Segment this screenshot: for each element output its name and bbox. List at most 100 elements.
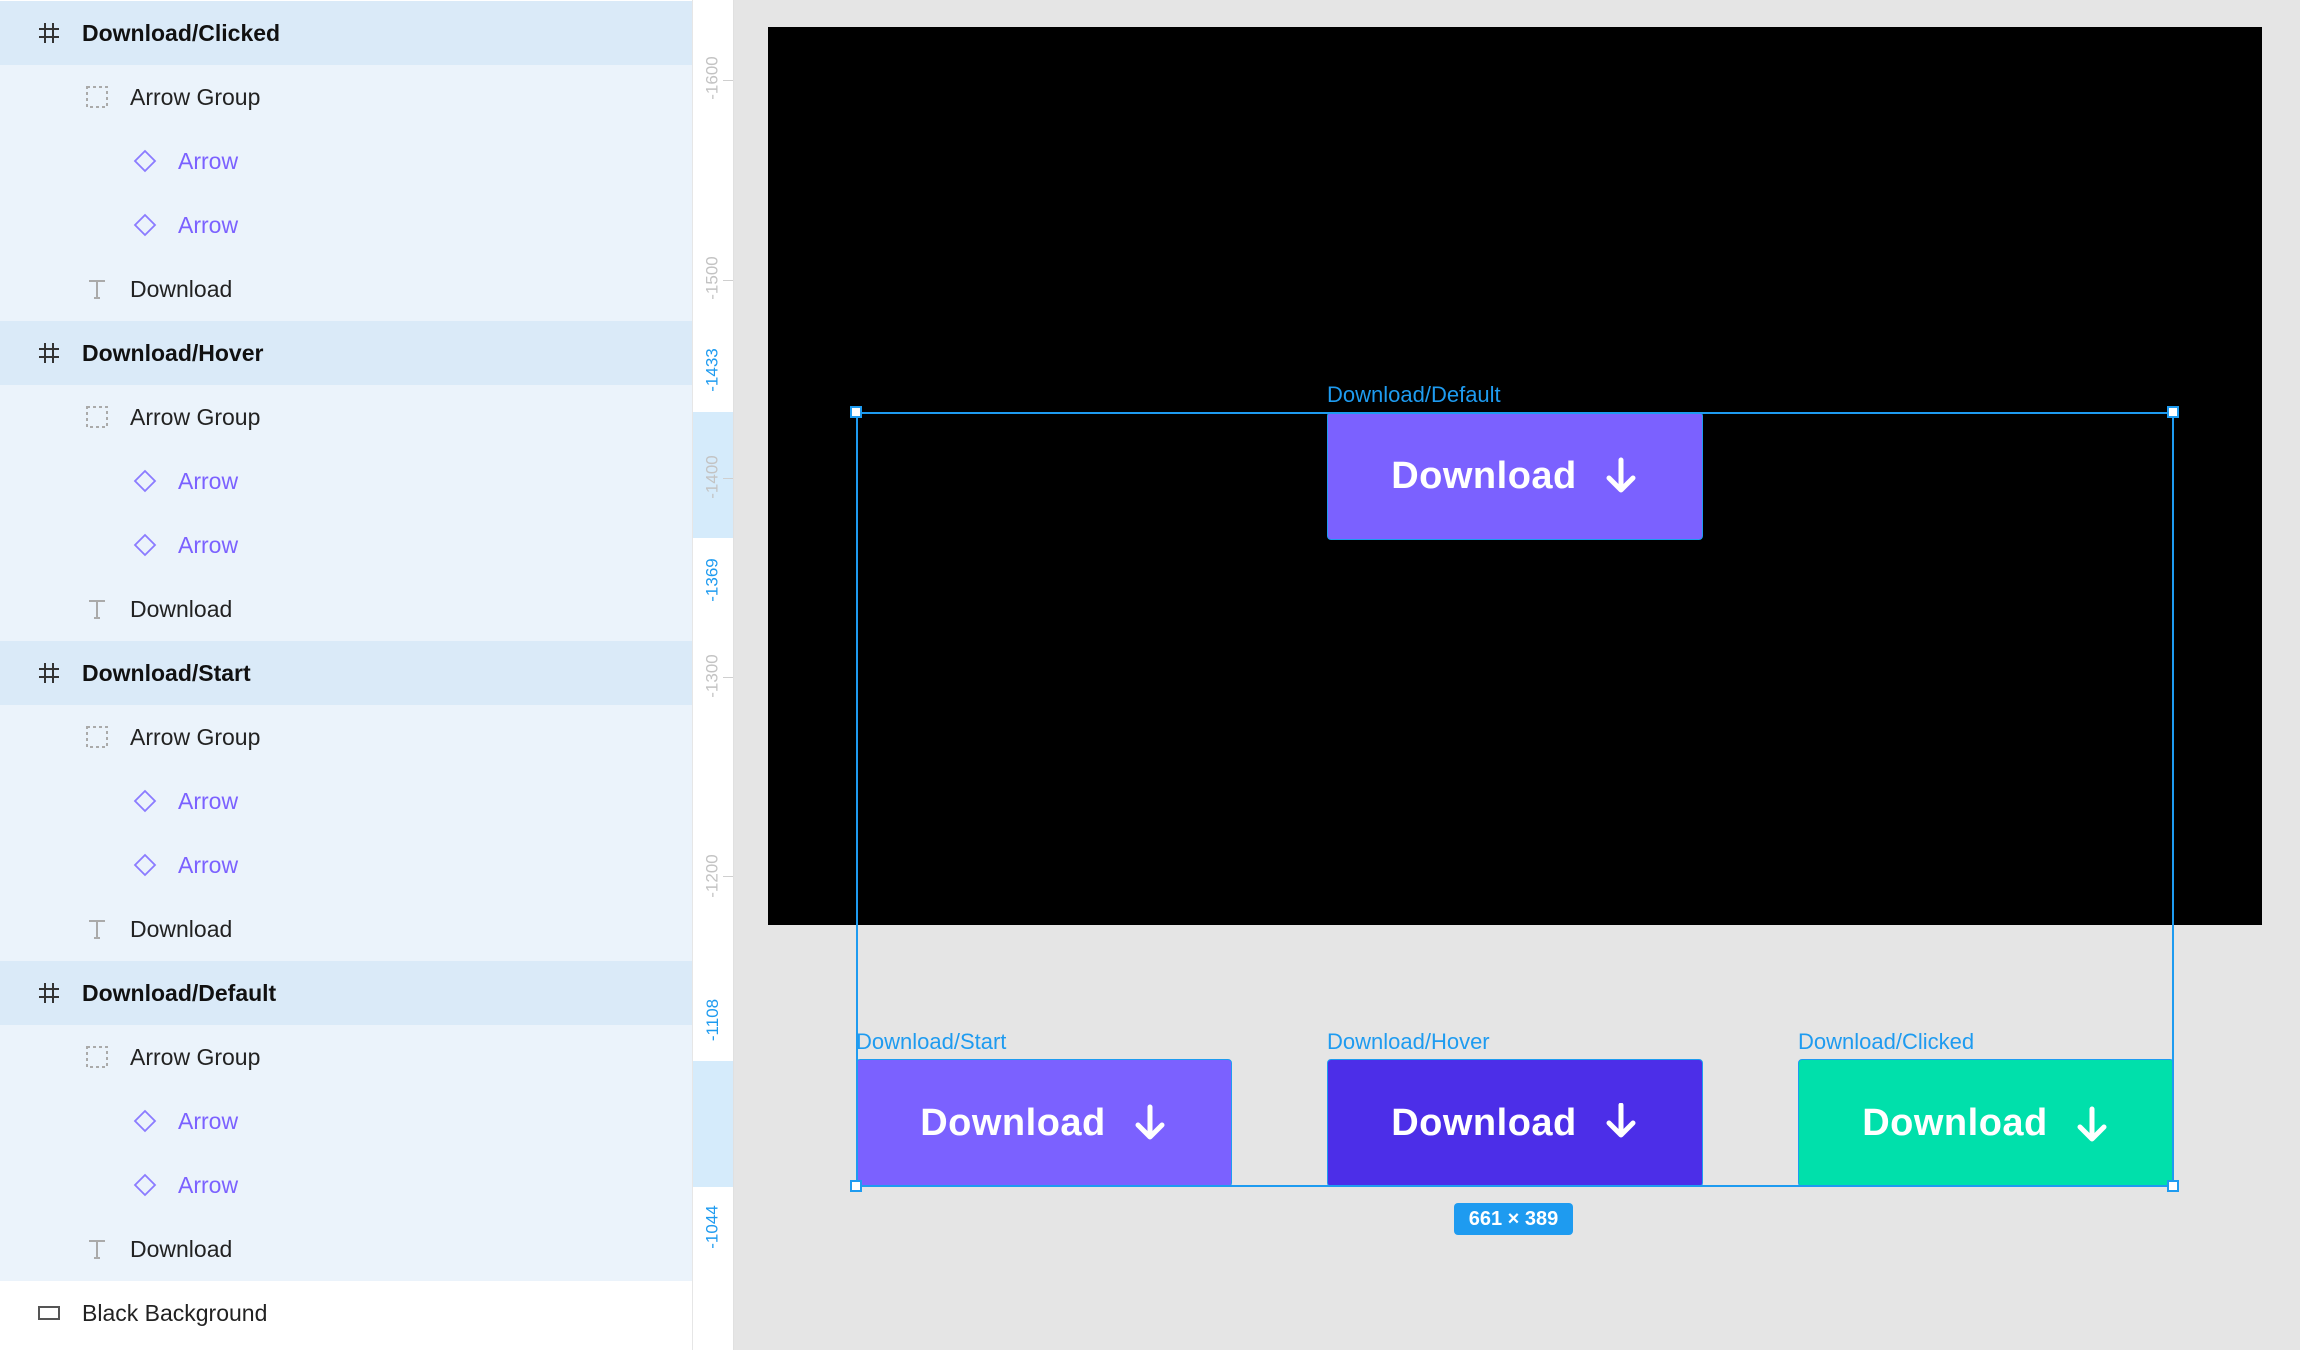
- layer-label: Arrow Group: [130, 1043, 261, 1070]
- frame-label-download-clicked[interactable]: Download/Clicked: [1798, 1029, 1975, 1054]
- download-start-button[interactable]: Download: [856, 1059, 1232, 1187]
- ruler-label: -1200: [703, 854, 723, 898]
- layer-arrow[interactable]: Arrow: [0, 449, 692, 513]
- frame-icon: [34, 338, 64, 368]
- component-instance-icon: [130, 1170, 160, 1200]
- text-icon: [82, 914, 112, 944]
- layer-frame-download-default[interactable]: Download/Default: [0, 961, 692, 1025]
- layer-label: Arrow: [178, 1171, 239, 1198]
- resize-handle-bottom-left[interactable]: [850, 1180, 862, 1192]
- layer-label: Download/Start: [82, 659, 251, 686]
- selection-dimensions-badge: 661 × 389: [1454, 1203, 1573, 1235]
- layer-label: Download/Default: [82, 979, 277, 1006]
- arrow-down-icon: [1135, 1104, 1165, 1140]
- layer-arrow-group[interactable]: Arrow Group: [0, 1025, 692, 1089]
- layer-label: Arrow Group: [130, 83, 261, 110]
- ruler-tick: [723, 478, 733, 479]
- ruler-label: -1044: [703, 1205, 723, 1249]
- button-text: Download: [1862, 1101, 2048, 1144]
- resize-handle-top-left[interactable]: [850, 406, 862, 418]
- component-instance-icon: [130, 466, 160, 496]
- frame-label-download-default[interactable]: Download/Default: [1327, 382, 1501, 407]
- layer-arrow[interactable]: Arrow: [0, 1089, 692, 1153]
- layer-black-background[interactable]: Black Background: [0, 1281, 692, 1345]
- download-hover-button[interactable]: Download: [1327, 1059, 1703, 1187]
- layer-label: Arrow: [178, 211, 239, 238]
- group-icon: [82, 402, 112, 432]
- layer-label: Download: [130, 915, 233, 942]
- layer-frame-download-clicked[interactable]: Download/Clicked: [0, 1, 692, 65]
- layer-label: Arrow Group: [130, 403, 261, 430]
- layers-panel: Download/Clicked Arrow Group Arrow Arrow…: [0, 0, 693, 1350]
- layer-label: Arrow: [178, 531, 239, 558]
- selection-box[interactable]: [856, 412, 2174, 1187]
- layer-text-download[interactable]: Download: [0, 577, 692, 641]
- arrow-down-icon: [1606, 1103, 1636, 1138]
- ruler-label: -1400: [703, 455, 723, 499]
- layer-text-download[interactable]: Download: [0, 1217, 692, 1281]
- layer-arrow[interactable]: Arrow: [0, 769, 692, 833]
- layer-arrow[interactable]: Arrow: [0, 129, 692, 193]
- text-icon: [82, 594, 112, 624]
- ruler-selection-highlight: [693, 412, 733, 538]
- ruler-tick: [723, 876, 733, 877]
- resize-handle-bottom-right[interactable]: [2167, 1180, 2179, 1192]
- ruler-label: -1433: [703, 348, 723, 392]
- ruler-selection-highlight: [693, 1061, 733, 1187]
- component-instance-icon: [130, 210, 160, 240]
- button-text: Download: [920, 1101, 1106, 1144]
- layer-label: Arrow Group: [130, 723, 261, 750]
- ruler-tick: [723, 80, 733, 81]
- frame-label-download-start[interactable]: Download/Start: [856, 1029, 1007, 1054]
- layer-arrow-group[interactable]: Arrow Group: [0, 65, 692, 129]
- layer-label: Download/Hover: [82, 339, 264, 366]
- component-instance-icon: [130, 146, 160, 176]
- button-text: Download: [1391, 454, 1577, 497]
- layer-label: Download: [130, 1235, 233, 1262]
- ruler-tick: [723, 280, 733, 281]
- frame-icon: [34, 18, 64, 48]
- layer-text-download[interactable]: Download: [0, 257, 692, 321]
- layer-arrow-group[interactable]: Arrow Group: [0, 705, 692, 769]
- component-instance-icon: [130, 1106, 160, 1136]
- layer-arrow-group[interactable]: Arrow Group: [0, 385, 692, 449]
- group-icon: [82, 722, 112, 752]
- layer-arrow[interactable]: Arrow: [0, 193, 692, 257]
- layer-frame-download-start[interactable]: Download/Start: [0, 641, 692, 705]
- layer-label: Download/Clicked: [82, 19, 281, 46]
- arrow-down-icon: [2077, 1106, 2107, 1142]
- ruler-label: -1369: [703, 558, 723, 602]
- layer-label: Black Background: [82, 1299, 268, 1326]
- layer-text-download[interactable]: Download: [0, 897, 692, 961]
- layer-label: Download: [130, 595, 233, 622]
- layer-arrow[interactable]: Arrow: [0, 1153, 692, 1217]
- layer-frame-download-hover[interactable]: Download/Hover: [0, 321, 692, 385]
- layer-label: Arrow: [178, 1107, 239, 1134]
- text-icon: [82, 274, 112, 304]
- rectangle-icon: [34, 1298, 64, 1328]
- frame-icon: [34, 658, 64, 688]
- frame-label-download-hover[interactable]: Download/Hover: [1327, 1029, 1490, 1054]
- component-instance-icon: [130, 530, 160, 560]
- layer-label: Arrow: [178, 851, 239, 878]
- component-instance-icon: [130, 786, 160, 816]
- ruler-label: -1600: [703, 56, 723, 100]
- button-text: Download: [1391, 1101, 1577, 1144]
- layer-label: Arrow: [178, 147, 239, 174]
- frame-icon: [34, 978, 64, 1008]
- component-instance-icon: [130, 850, 160, 880]
- download-clicked-button[interactable]: Download: [1798, 1059, 2174, 1187]
- layer-arrow[interactable]: Arrow: [0, 513, 692, 577]
- group-icon: [82, 82, 112, 112]
- resize-handle-top-right[interactable]: [2167, 406, 2179, 418]
- ruler-label: -1108: [703, 998, 722, 1042]
- ruler-tick: [723, 677, 733, 678]
- layer-arrow[interactable]: Arrow: [0, 833, 692, 897]
- arrow-down-icon: [1606, 457, 1636, 493]
- layer-label: Arrow: [178, 787, 239, 814]
- layer-label: Arrow: [178, 467, 239, 494]
- layer-label: Download: [130, 275, 233, 302]
- group-icon: [82, 1042, 112, 1072]
- text-icon: [82, 1234, 112, 1264]
- vertical-ruler: -1600 -1500 -1400 -1300 -1200 -1433 -136…: [693, 0, 734, 1350]
